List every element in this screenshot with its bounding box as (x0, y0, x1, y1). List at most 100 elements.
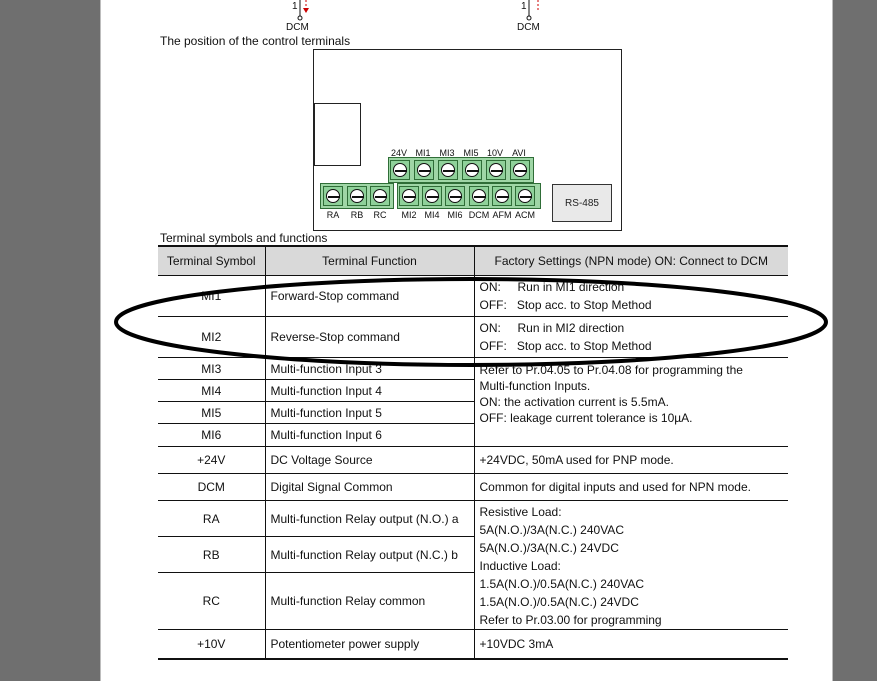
right-wire-diagram (526, 0, 539, 21)
mi-group-setting-cell: Refer to Pr.04.05 to Pr.04.08 for progra… (473, 357, 788, 447)
table-row: +24V DC Voltage Source +24VDC, 50mA used… (158, 446, 788, 474)
symbol-cell: MI3 (158, 357, 265, 380)
function-cell: Multi-function Input 6 (264, 423, 474, 447)
terminal-label-mi3: MI3 (439, 148, 455, 158)
table-row: RC Multi-function Relay common (158, 572, 788, 630)
table-row: +10V Potentiometer power supply +10VDC 3… (158, 629, 788, 660)
setting-line: 1.5A(N.O.)/0.5A(N.C.) 240VAC (479, 577, 645, 591)
left-dcm-label: DCM (286, 22, 309, 33)
function-cell: Multi-function Relay common (264, 572, 474, 630)
header-terminal-function: Terminal Function (264, 245, 474, 276)
symbol-cell: MI6 (158, 423, 265, 447)
terminal-label-mi2: MI2 (401, 210, 417, 220)
function-cell: Multi-function Input 3 (264, 357, 474, 380)
symbol-cell: RC (158, 572, 265, 630)
terminal-screw-dcm (469, 186, 489, 206)
function-cell: Multi-function Relay output (N.C.) b (264, 536, 474, 573)
setting-line: Multi-function Inputs. (479, 379, 591, 393)
setting-cell: +24VDC, 50mA used for PNP mode. (473, 446, 788, 474)
header-factory-settings: Factory Settings (NPN mode) ON: Connect … (473, 245, 788, 276)
setting-cell: +10VDC 3mA (473, 629, 788, 660)
setting-line: 1.5A(N.O.)/0.5A(N.C.) 24VDC (479, 595, 639, 609)
terminal-board: 24V MI1 MI3 MI5 10V AVI RA RB RC MI2 MI4… (313, 49, 622, 231)
document-page: 1 DCM 1 DCM The position of the control … (100, 0, 833, 681)
setting-cell: ON: Run in MI1 direction OFF: Stop acc. … (473, 275, 788, 317)
setting-line: ON: Run in MI2 direction (479, 321, 625, 335)
terminal-label-rb: RB (350, 210, 364, 220)
function-cell: Multi-function Relay output (N.O.) a (264, 500, 474, 537)
relay-component (314, 103, 361, 166)
terminal-label-mi6: MI6 (447, 210, 463, 220)
symbol-cell: MI1 (158, 275, 265, 317)
right-pin-number: 1 (521, 1, 527, 12)
terminal-label-avi: AVI (512, 148, 526, 158)
table-row: RA Multi-function Relay output (N.O.) a … (158, 500, 788, 630)
rs485-port: RS-485 (552, 184, 612, 222)
header-terminal-symbol: Terminal Symbol (158, 245, 265, 276)
setting-line: OFF: Stop acc. to Stop Method (479, 298, 652, 312)
table-header-row: Terminal Symbol Terminal Function Factor… (158, 245, 788, 276)
symbol-cell: +24V (158, 446, 265, 474)
function-cell: Digital Signal Common (264, 473, 474, 501)
setting-cell: ON: Run in MI2 direction OFF: Stop acc. … (473, 316, 788, 358)
setting-line: ON: Run in MI1 direction (479, 280, 625, 294)
symbol-cell: MI4 (158, 379, 265, 402)
right-dcm-label: DCM (517, 22, 540, 33)
setting-line: 5A(N.O.)/3A(N.C.) 240VAC (479, 523, 624, 537)
terminal-label-rc: RC (373, 210, 387, 220)
terminal-label-mi5: MI5 (463, 148, 479, 158)
setting-line: ON: the activation current is 5.5mA. (479, 395, 669, 409)
table-row: DCM Digital Signal Common Common for dig… (158, 473, 788, 501)
symbol-cell: +10V (158, 629, 265, 660)
setting-line: Inductive Load: (479, 559, 561, 573)
function-cell: Multi-function Input 5 (264, 401, 474, 424)
terminal-screw-rb (347, 186, 367, 206)
terminal-screw-24v (390, 160, 410, 180)
terminal-screw-rc (370, 186, 390, 206)
terminal-label-acm: ACM (515, 210, 535, 220)
caption-terminal-symbols: Terminal symbols and functions (160, 231, 328, 245)
function-cell: Reverse-Stop command (264, 316, 474, 358)
table-row: MI6 Multi-function Input 6 (158, 423, 788, 447)
terminal-label-mi1: MI1 (415, 148, 431, 158)
terminal-label-24v: 24V (390, 148, 407, 158)
terminal-screw-afm (492, 186, 512, 206)
relay-group-setting-cell: Resistive Load: 5A(N.O.)/3A(N.C.) 240VAC… (473, 500, 788, 630)
terminal-screw-mi3 (438, 160, 458, 180)
setting-cell: Common for digital inputs and used for N… (473, 473, 788, 501)
top-terminal-strip (388, 157, 534, 183)
terminal-label-ra: RA (326, 210, 340, 220)
symbol-cell: MI5 (158, 401, 265, 424)
terminal-label-mi4: MI4 (424, 210, 440, 220)
terminal-label-dcm: DCM (468, 210, 490, 220)
table-row: MI5 Multi-function Input 5 (158, 401, 788, 424)
function-cell: DC Voltage Source (264, 446, 474, 474)
terminal-screw-mi5 (462, 160, 482, 180)
table-row: MI4 Multi-function Input 4 (158, 379, 788, 402)
terminal-screw-avi (510, 160, 530, 180)
symbol-cell: DCM (158, 473, 265, 501)
terminal-label-afm: AFM (492, 210, 512, 220)
setting-line: Refer to Pr.04.05 to Pr.04.08 for progra… (479, 363, 743, 377)
table-row: MI1 Forward-Stop command ON: Run in MI1 … (158, 275, 788, 317)
setting-line: Refer to Pr.03.00 for programming (479, 613, 662, 627)
terminal-screw-mi1 (414, 160, 434, 180)
terminal-screw-ra (323, 186, 343, 206)
left-pin-number: 1 (292, 1, 298, 12)
terminal-label-10v: 10V (486, 148, 503, 158)
terminal-screw-acm (515, 186, 535, 206)
terminal-screw-mi4 (422, 186, 442, 206)
caption-control-terminals: The position of the control terminals (160, 34, 351, 48)
table-row: MI2 Reverse-Stop command ON: Run in MI2 … (158, 316, 788, 358)
setting-line: OFF: leakage current tolerance is 10µA. (479, 411, 693, 425)
function-cell: Forward-Stop command (264, 275, 474, 317)
setting-line: 5A(N.O.)/3A(N.C.) 24VDC (479, 541, 619, 555)
table-row: RB Multi-function Relay output (N.C.) b (158, 536, 788, 573)
table-row: MI3 Multi-function Input 3 Refer to Pr.0… (158, 357, 788, 447)
symbol-cell: MI2 (158, 316, 265, 358)
terminal-screw-mi2 (399, 186, 419, 206)
setting-line: OFF: Stop acc. to Stop Method (479, 339, 652, 353)
terminal-table: Terminal Symbol Terminal Function Factor… (158, 245, 788, 660)
function-cell: Multi-function Input 4 (264, 379, 474, 402)
terminal-screw-10v (486, 160, 506, 180)
